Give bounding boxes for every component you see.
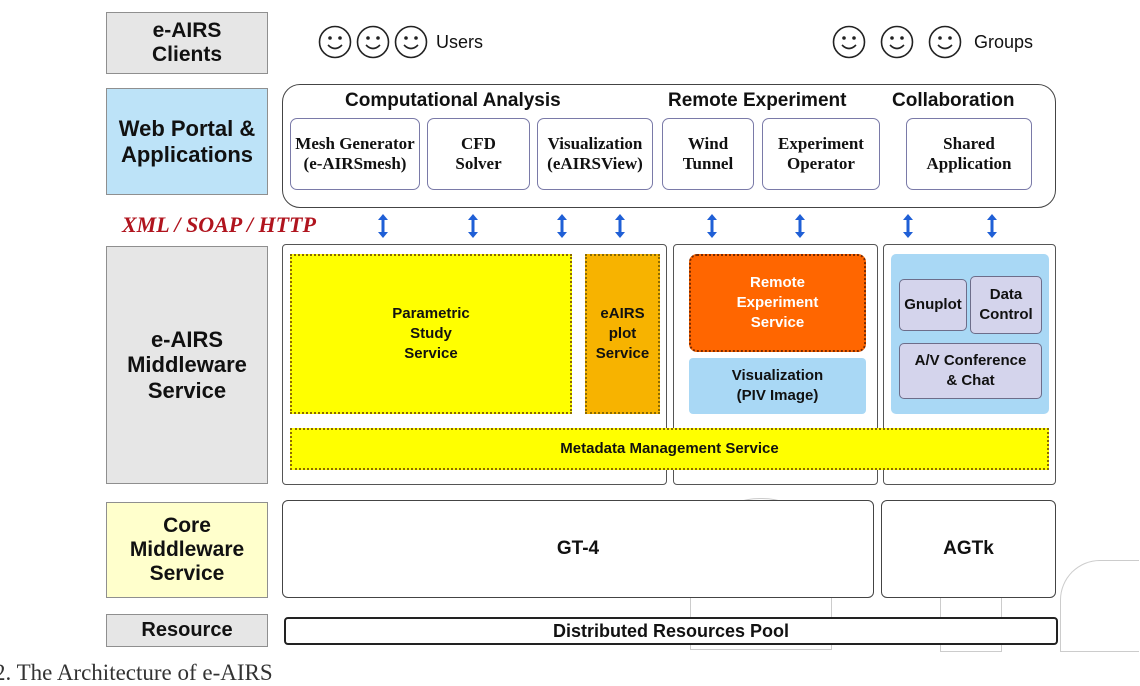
smiley-icon	[318, 25, 352, 59]
remote-experiment-service[interactable]: Remote Experiment Service	[689, 254, 866, 352]
arrow-icon	[707, 214, 717, 238]
section-remote: Remote Experiment	[668, 90, 847, 111]
arrow-icon	[468, 214, 478, 238]
arrow-icon	[378, 214, 388, 238]
section-computational: Computational Analysis	[345, 90, 561, 111]
protocol-label: XML / SOAP / HTTP	[122, 212, 316, 237]
groups-label: Groups	[974, 31, 1034, 52]
app-experiment-operator[interactable]: Experiment Operator	[762, 118, 880, 190]
middleware-panel-left	[282, 244, 667, 485]
core-label: Core Middleware Service	[106, 502, 268, 598]
smiley-icon	[394, 25, 428, 59]
groups-group: Groups	[832, 22, 1033, 62]
arrow-icon	[987, 214, 997, 238]
resource-label: Resource	[106, 614, 268, 647]
smiley-icon	[356, 25, 390, 59]
arrow-icon	[903, 214, 913, 238]
eairs-plot-service[interactable]: eAIRS plot Service	[585, 254, 660, 414]
app-shared-application[interactable]: Shared Application	[906, 118, 1032, 190]
users-group: Users	[318, 22, 483, 62]
section-collaboration: Collaboration	[892, 90, 1015, 111]
middleware-panel-right	[883, 244, 1056, 485]
middleware-label: e-AIRS Middleware Service	[106, 246, 268, 484]
arrow-icon	[557, 214, 567, 238]
metadata-management-service[interactable]: Metadata Management Service	[290, 428, 1049, 470]
data-control-service[interactable]: Data Control	[970, 276, 1042, 334]
clients-label: e-AIRS Clients	[106, 12, 268, 74]
app-visualization[interactable]: Visualization (eAIRSView)	[537, 118, 653, 190]
users-label: Users	[436, 31, 484, 52]
distributed-resources-pool[interactable]: Distributed Resources Pool	[284, 617, 1058, 645]
visualization-piv-service[interactable]: Visualization (PIV Image)	[689, 358, 866, 414]
portal-label: Web Portal & Applications	[106, 88, 268, 195]
smiley-icon	[832, 25, 866, 59]
av-conference-chat-service[interactable]: A/V Conference & Chat	[899, 343, 1042, 399]
gt4-box[interactable]: GT-4	[282, 500, 874, 598]
arrow-icon	[795, 214, 805, 238]
figure-caption: 2. The Architecture of e-AIRS	[0, 660, 273, 685]
middleware-panel-middle	[673, 244, 878, 485]
smiley-icon	[880, 25, 914, 59]
agtk-box[interactable]: AGTk	[881, 500, 1056, 598]
arrow-icon	[615, 214, 625, 238]
app-mesh-generator[interactable]: Mesh Generator (e-AIRSmesh)	[290, 118, 420, 190]
gnuplot-service[interactable]: Gnuplot	[899, 279, 967, 331]
app-cfd-solver[interactable]: CFD Solver	[427, 118, 530, 190]
parametric-study-service[interactable]: Parametric Study Service	[290, 254, 572, 414]
smiley-icon	[928, 25, 962, 59]
app-wind-tunnel[interactable]: Wind Tunnel	[662, 118, 754, 190]
